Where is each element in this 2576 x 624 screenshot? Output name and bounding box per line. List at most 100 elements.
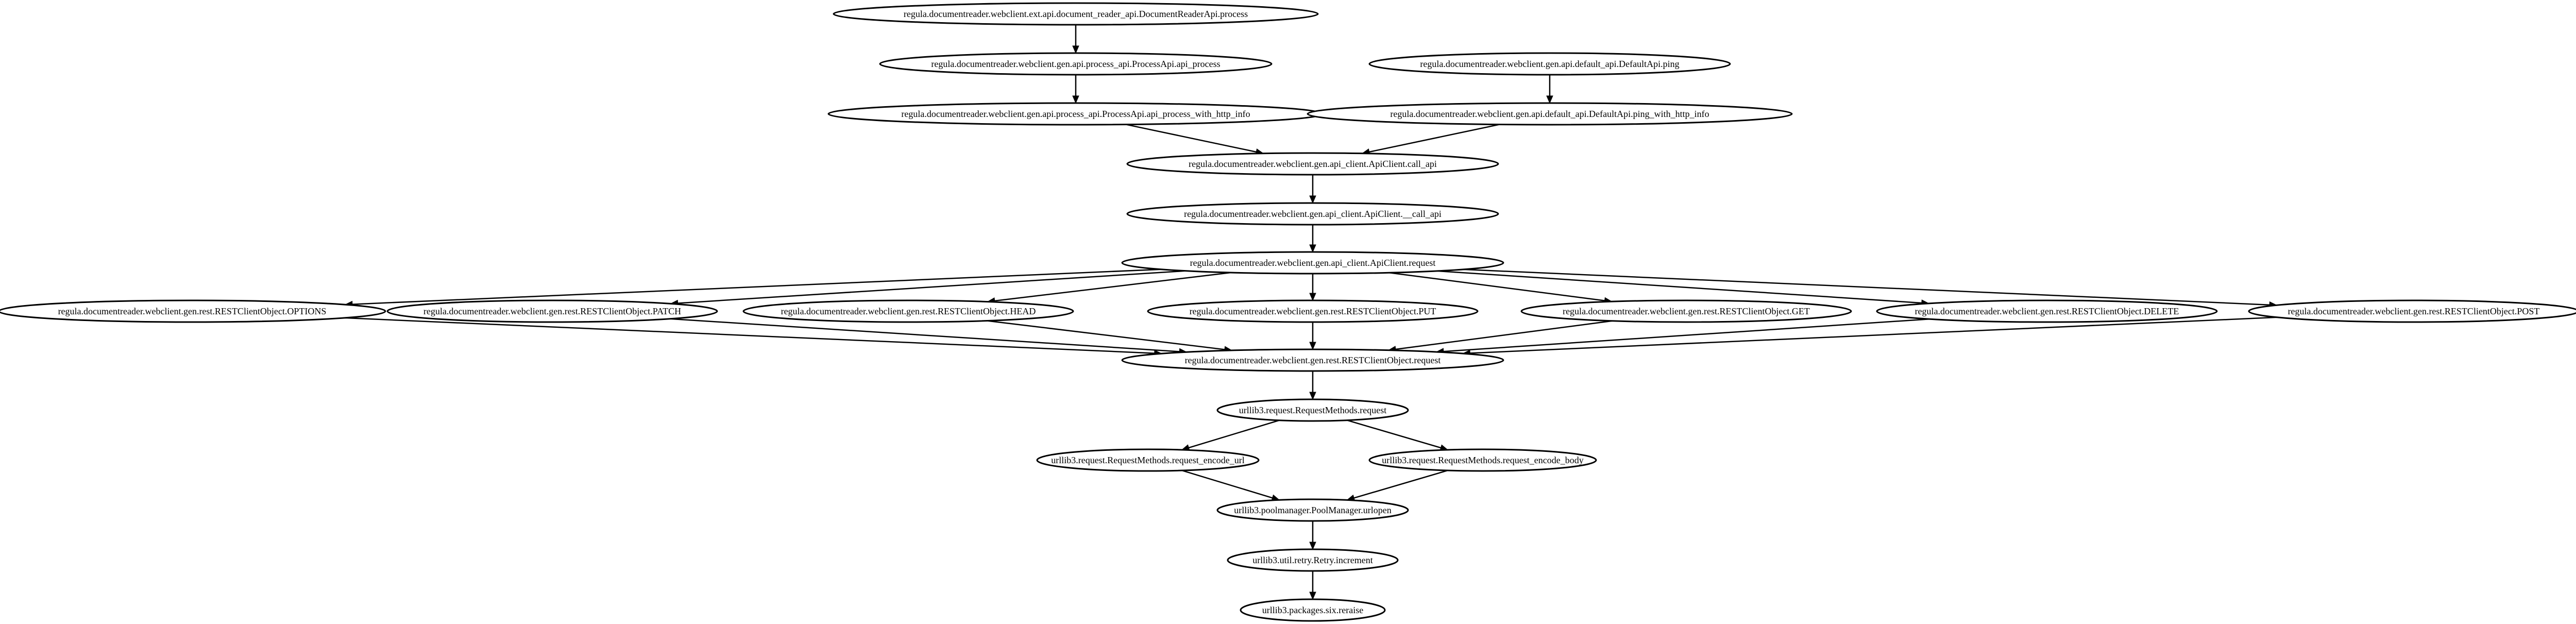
node-ellipse (1121, 251, 1504, 275)
arrow-head (1309, 592, 1316, 600)
node-reraise: urllib3.packages.six.reraise (1240, 598, 1386, 622)
node-ellipse (1227, 548, 1399, 572)
node-ellipse (1147, 299, 1479, 323)
edge-ping_http-to-call_api (1361, 124, 1500, 156)
node-api-process-http: regula.documentreader.webclient.gen.api.… (827, 102, 1324, 126)
edge-api_process_http-to-call_api (1126, 124, 1264, 156)
arrow-head (1072, 45, 1079, 54)
edge-line (1353, 469, 1448, 499)
node-ellipse (1126, 202, 1499, 226)
arrow-head (1309, 244, 1316, 253)
node-ellipse (1876, 299, 2218, 323)
edge-client_request-to-head (987, 272, 1231, 305)
node-ping: regula.documentreader.webclient.gen.api.… (1368, 52, 1731, 76)
node-ellipse (1240, 598, 1386, 622)
node-label: regula.documentreader.webclient.gen.api_… (1184, 209, 1442, 219)
node-put: regula.documentreader.webclient.gen.rest… (1147, 299, 1479, 323)
node-urlopen: urllib3.poolmanager.PoolManager.urlopen (1216, 498, 1409, 522)
node-delete: regula.documentreader.webclient.gen.rest… (1876, 299, 2218, 323)
node-label: regula.documentreader.webclient.ext.api.… (904, 9, 1248, 19)
node-head: regula.documentreader.webclient.gen.rest… (742, 299, 1074, 323)
node-ellipse (2248, 299, 2576, 323)
edge-line (1181, 469, 1273, 499)
node-label: regula.documentreader.webclient.gen.api.… (1390, 109, 1709, 119)
edge-line (670, 318, 1180, 352)
edge-line (1463, 268, 2270, 306)
edge-line (352, 268, 1161, 305)
node-label: urllib3.request.RequestMethods.request (1239, 405, 1386, 415)
edge-line (1470, 316, 2278, 354)
edge-line (1443, 318, 1930, 352)
node-ellipse (1368, 448, 1597, 472)
edge-urllib_request-to-encode_url (1181, 419, 1280, 451)
node-increment: urllib3.util.retry.Retry.increment (1227, 548, 1399, 572)
node-call-api: regula.documentreader.webclient.gen.api_… (1126, 152, 1499, 176)
node-label: urllib3.request.RequestMethods.request_e… (1051, 455, 1244, 465)
node-ellipse (1216, 498, 1409, 522)
arrow-head (1309, 342, 1316, 350)
node-client-request: regula.documentreader.webclient.gen.api_… (1121, 251, 1504, 275)
edge-client_request-to-put (1309, 274, 1316, 301)
node-options: regula.documentreader.webclient.gen.rest… (0, 299, 386, 323)
edge-client_request-to-get (1389, 272, 1613, 305)
node-ellipse (1307, 102, 1793, 126)
edge-delete-to-rest_request (1435, 318, 1930, 355)
arrow-head (1546, 95, 1553, 104)
edge-call_api-to-call_api_priv (1309, 175, 1316, 204)
node-rest-request: regula.documentreader.webclient.gen.rest… (1121, 348, 1504, 372)
node-label: regula.documentreader.webclient.gen.api_… (1190, 258, 1436, 268)
node-docrender: regula.documentreader.webclient.ext.api.… (833, 2, 1319, 26)
arrow-head (1309, 392, 1316, 400)
edge-line (994, 272, 1231, 302)
node-ellipse (742, 299, 1074, 323)
edge-line (1389, 272, 1605, 301)
edge-line (1188, 419, 1280, 449)
arrow-head (1309, 293, 1316, 301)
node-ellipse (833, 2, 1319, 26)
node-ellipse (0, 299, 386, 323)
node-api-process: regula.documentreader.webclient.gen.api.… (879, 52, 1273, 76)
node-ellipse (1121, 348, 1504, 372)
edge-line (344, 317, 1155, 354)
node-ellipse (1126, 152, 1499, 176)
node-label: regula.documentreader.webclient.gen.rest… (1190, 306, 1436, 316)
node-encode-url: urllib3.request.RequestMethods.request_e… (1036, 448, 1260, 472)
node-label: regula.documentreader.webclient.gen.api.… (931, 59, 1220, 69)
arrow-head (1072, 95, 1079, 104)
node-label: urllib3.util.retry.Retry.increment (1252, 555, 1373, 565)
node-label: regula.documentreader.webclient.gen.rest… (1915, 306, 2179, 316)
node-post: regula.documentreader.webclient.gen.rest… (2248, 299, 2576, 323)
edge-ping-to-ping_http (1546, 75, 1553, 104)
edge-line (1395, 320, 1613, 350)
node-encode-body: urllib3.request.RequestMethods.request_e… (1368, 448, 1597, 472)
edge-line (1369, 124, 1500, 153)
node-ellipse (1216, 398, 1409, 422)
node-label: urllib3.packages.six.reraise (1262, 605, 1363, 615)
edge-rest_request-to-urllib_request (1309, 371, 1316, 400)
node-label: regula.documentreader.webclient.gen.rest… (781, 306, 1036, 316)
node-label: regula.documentreader.webclient.gen.api.… (1420, 59, 1679, 69)
edge-call_api_priv-to-client_request (1309, 225, 1316, 253)
arrow-head (1309, 195, 1316, 204)
node-get: regula.documentreader.webclient.gen.rest… (1520, 299, 1852, 323)
edge-encode_url-to-urlopen (1181, 469, 1280, 501)
edge-encode_body-to-urlopen (1346, 469, 1448, 501)
edge-line (1437, 270, 1922, 304)
node-label: regula.documentreader.webclient.gen.api_… (1189, 159, 1437, 169)
node-label: urllib3.request.RequestMethods.request_e… (1382, 455, 1583, 465)
arrow-head (1309, 542, 1316, 550)
node-label: regula.documentreader.webclient.gen.rest… (58, 306, 327, 316)
node-ping-http: regula.documentreader.webclient.gen.api.… (1307, 102, 1793, 126)
node-call-api-priv: regula.documentreader.webclient.gen.api_… (1126, 202, 1499, 226)
node-urllib-request: urllib3.request.RequestMethods.request (1216, 398, 1409, 422)
edge-put-to-rest_request (1309, 322, 1316, 350)
node-label: regula.documentreader.webclient.gen.rest… (1185, 355, 1441, 365)
node-patch: regula.documentreader.webclient.gen.rest… (386, 299, 718, 323)
node-ellipse (1520, 299, 1852, 323)
node-label: regula.documentreader.webclient.gen.rest… (423, 306, 681, 316)
node-ellipse (1036, 448, 1260, 472)
edge-line (987, 320, 1225, 350)
edge-urlopen-to-increment (1309, 521, 1316, 550)
